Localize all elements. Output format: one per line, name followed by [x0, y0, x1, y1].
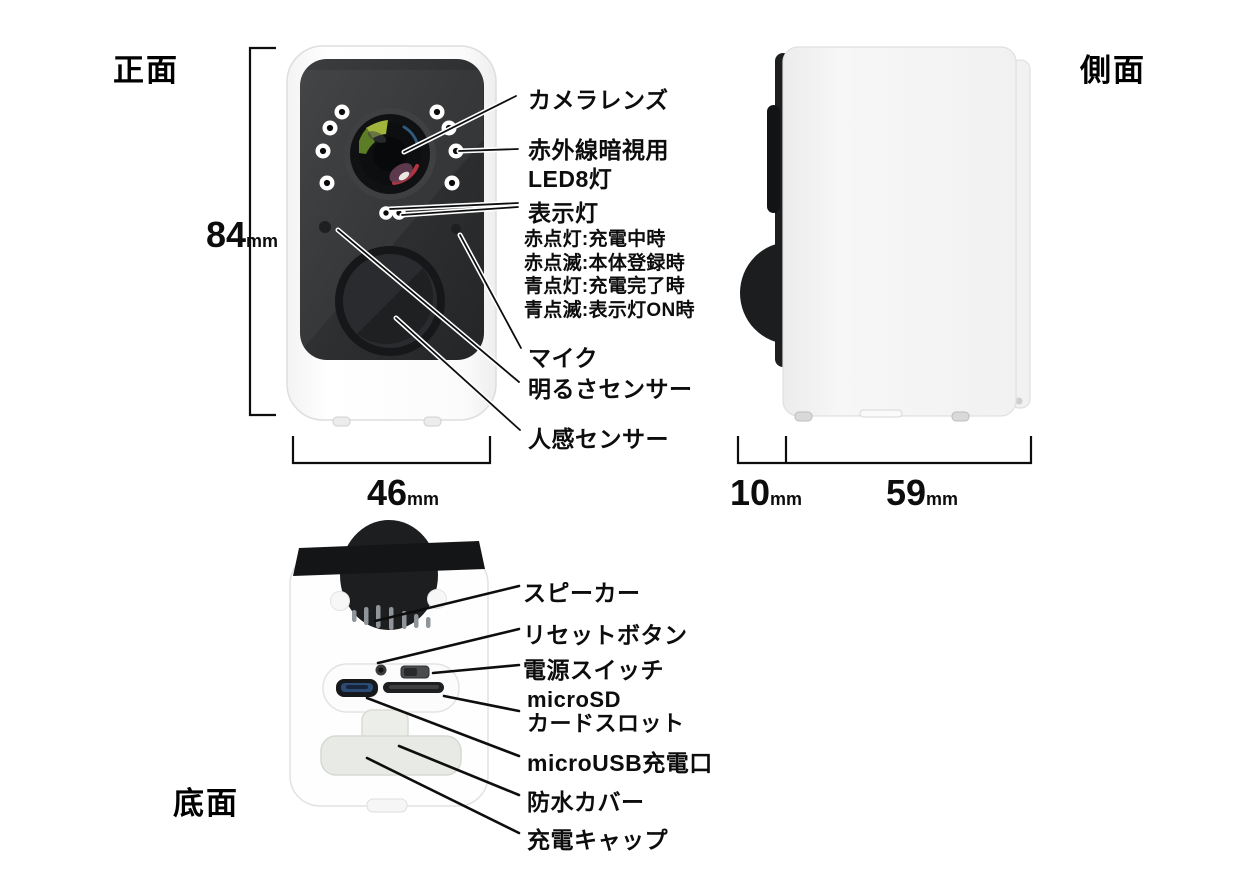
dim-width-unit: mm: [407, 489, 440, 509]
bottom-front-edge: [293, 541, 485, 576]
leader-line-motion: [395, 317, 521, 431]
dim-bracket-84mm: [248, 46, 276, 417]
lens-glint-green: [359, 128, 375, 154]
leader-line-power: [431, 663, 521, 675]
front-leader-lines: [335, 93, 524, 433]
ir-led-dot: [444, 175, 460, 191]
dim-label-protrusion: 10mm: [730, 472, 802, 514]
front-view-graphic: [286, 45, 497, 427]
indicator-state-list: 赤点灯:充電中時 赤点滅:本体登録時 青点灯:充電完了時 青点滅:表示灯ON時: [524, 228, 695, 322]
side-body: [782, 46, 1017, 417]
dim-bracket-side: [736, 436, 1033, 465]
label-mic: マイク: [528, 345, 599, 371]
dim-bracket-46mm: [291, 436, 492, 465]
label-ir-led-line1: 赤外線暗視用: [528, 137, 669, 163]
microphone-hole: [451, 224, 461, 234]
dim-label-depth: 59mm: [886, 472, 958, 514]
brightness-sensor-dot: [319, 221, 331, 233]
label-charge-cap: 充電キャップ: [527, 827, 668, 853]
label-microusb-port: microUSB充電口: [527, 750, 713, 776]
front-foot-left: [332, 416, 351, 427]
microusb-port: [336, 679, 378, 697]
dim-protrusion-value: 10: [730, 472, 771, 513]
side-lens-ridge: [767, 105, 780, 213]
dim-depth-unit: mm: [926, 489, 959, 509]
dim-label-height: 84mm: [206, 214, 278, 256]
leader-line-brightness: [337, 229, 520, 383]
indicator-state-red-blink: 赤点滅:本体登録時: [524, 252, 686, 274]
dim-height-value: 84: [206, 214, 247, 255]
ir-led-dot: [319, 175, 335, 191]
label-speaker: スピーカー: [523, 580, 641, 606]
microsd-slot: [383, 682, 444, 693]
label-waterproof-cover: 防水カバー: [527, 789, 645, 815]
reset-button-hole: [375, 664, 387, 676]
leader-line-indicator-b: [401, 206, 519, 216]
lens-glint-blue: [402, 125, 419, 145]
side-foot-right: [951, 411, 970, 422]
leader-line-mic: [459, 234, 522, 349]
leader-line-reset: [376, 627, 521, 665]
leader-line-ir-led: [458, 148, 519, 152]
side-view-title: 側面: [1080, 53, 1146, 88]
ir-led-dot: [334, 104, 350, 120]
label-indicator: 表示灯: [528, 200, 599, 226]
leader-line-sd: [442, 694, 521, 713]
label-microsd-slot: microSD カードスロット: [527, 688, 685, 736]
speaker-slits: [352, 605, 431, 630]
dim-label-width: 46mm: [367, 472, 439, 514]
leader-line-speaker: [373, 584, 521, 623]
leader-line-lens: [403, 95, 517, 153]
label-brightness-sensor: 明るさセンサー: [528, 376, 693, 402]
side-view-graphic: [740, 46, 1031, 422]
front-foot-right: [423, 416, 442, 427]
bottom-view-title: 底面: [173, 786, 239, 821]
label-microsd-line1: microSD: [527, 687, 621, 712]
charging-cap-flap: [320, 735, 462, 776]
label-camera-lens: カメラレンズ: [528, 87, 669, 113]
camera-lens: [344, 108, 436, 200]
leader-line-usb: [365, 696, 521, 758]
ir-led-dot: [429, 104, 445, 120]
side-back-foot: [1015, 397, 1023, 405]
side-bottom-seam: [859, 409, 903, 418]
leader-line-cap: [365, 756, 521, 835]
front-view-title: 正面: [113, 53, 179, 88]
label-motion-sensor: 人感センサー: [528, 426, 669, 452]
label-ir-led-line2: LED8灯: [528, 166, 613, 192]
bottom-notch: [366, 798, 408, 813]
ir-led-dot: [322, 120, 338, 136]
label-ir-led: 赤外線暗視用 LED8灯: [528, 136, 669, 194]
dim-depth-value: 59: [886, 472, 927, 513]
ir-led-dots: [315, 104, 464, 191]
label-power-switch: 電源スイッチ: [523, 657, 664, 683]
dim-protrusion-unit: mm: [770, 489, 803, 509]
indicator-state-blue-blink: 青点滅:表示灯ON時: [524, 299, 695, 321]
dim-width-value: 46: [367, 472, 408, 513]
ir-led-dot: [315, 143, 331, 159]
bottom-foot-left: [330, 591, 350, 611]
bottom-view-graphic: [289, 520, 489, 813]
dimension-lines: [248, 46, 1033, 465]
motion-sensor-window: [335, 246, 445, 356]
label-reset-button: リセットボタン: [523, 622, 688, 648]
side-foot-left: [794, 411, 813, 422]
dim-height-unit: mm: [246, 231, 279, 251]
indicator-state-blue-on: 青点灯:充電完了時: [524, 276, 686, 297]
bottom-leader-lines: [365, 584, 521, 835]
indicator-state-red-on: 赤点灯:充電中時: [524, 229, 666, 250]
power-switch: [400, 665, 430, 679]
leader-line-cover: [397, 744, 521, 797]
label-microsd-line2: カードスロット: [527, 711, 685, 736]
leader-line-indicator-a: [389, 202, 519, 210]
